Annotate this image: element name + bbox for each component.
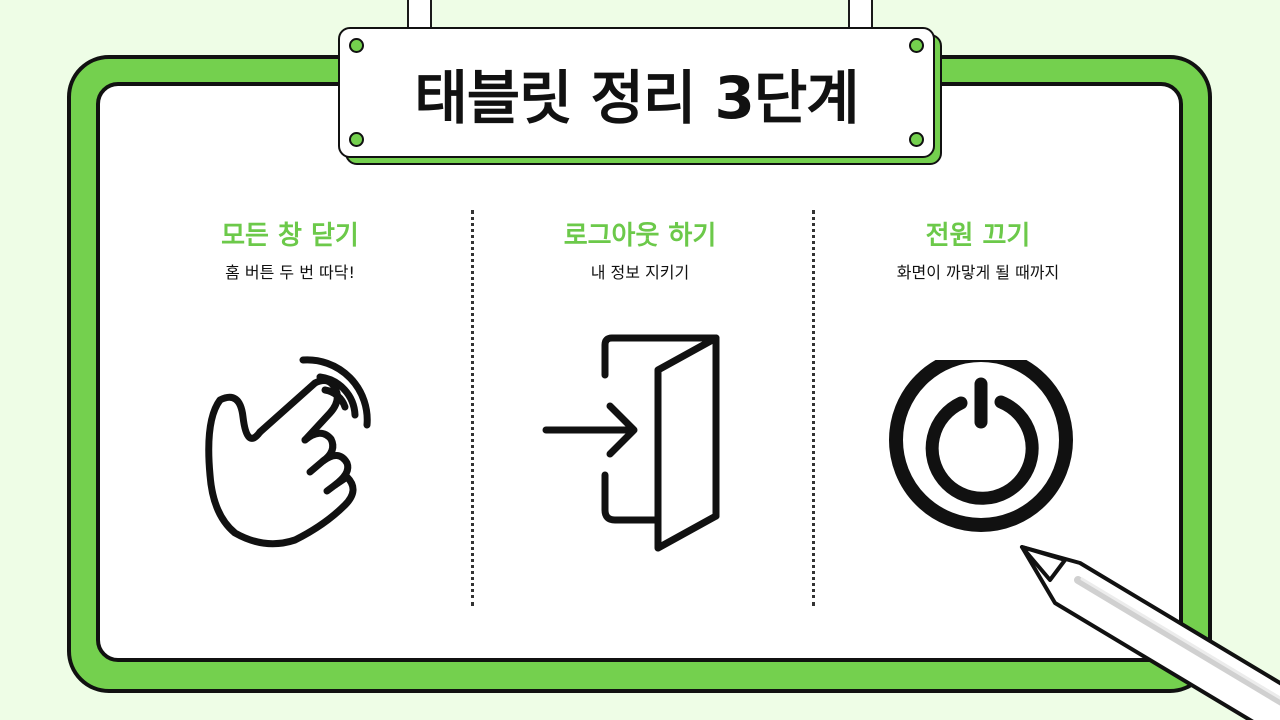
page-title: 태블릿 정리 3단계 (414, 63, 859, 132)
rivet-icon (349, 38, 364, 53)
board-panel (96, 82, 1183, 662)
sign-hanger-left (407, 0, 432, 29)
step-1: 모든 창 닫기 홈 버튼 두 번 따닥! (120, 218, 460, 284)
column-divider (812, 210, 815, 606)
stylus-pen-icon (1020, 545, 1280, 720)
column-divider (471, 210, 474, 606)
double-tap-hand-icon (205, 356, 371, 548)
step-subtitle: 홈 버튼 두 번 따닥! (225, 263, 355, 282)
rivet-icon (909, 132, 924, 147)
sign-hanger-right (848, 0, 873, 29)
step-title: 전원 끄기 (925, 221, 1031, 251)
rivet-icon (349, 132, 364, 147)
logout-door-icon (542, 334, 720, 552)
step-title: 로그아웃 하기 (563, 221, 717, 251)
step-2: 로그아웃 하기 내 정보 지키기 (470, 218, 810, 284)
title-sign: 태블릿 정리 3단계 (338, 27, 935, 158)
rivet-icon (909, 38, 924, 53)
step-title: 모든 창 닫기 (221, 221, 359, 251)
step-subtitle: 화면이 까맣게 될 때까지 (896, 263, 1060, 282)
power-icon (889, 360, 1073, 532)
step-3: 전원 끄기 화면이 까맣게 될 때까지 (808, 218, 1148, 284)
step-subtitle: 내 정보 지키기 (590, 263, 690, 282)
